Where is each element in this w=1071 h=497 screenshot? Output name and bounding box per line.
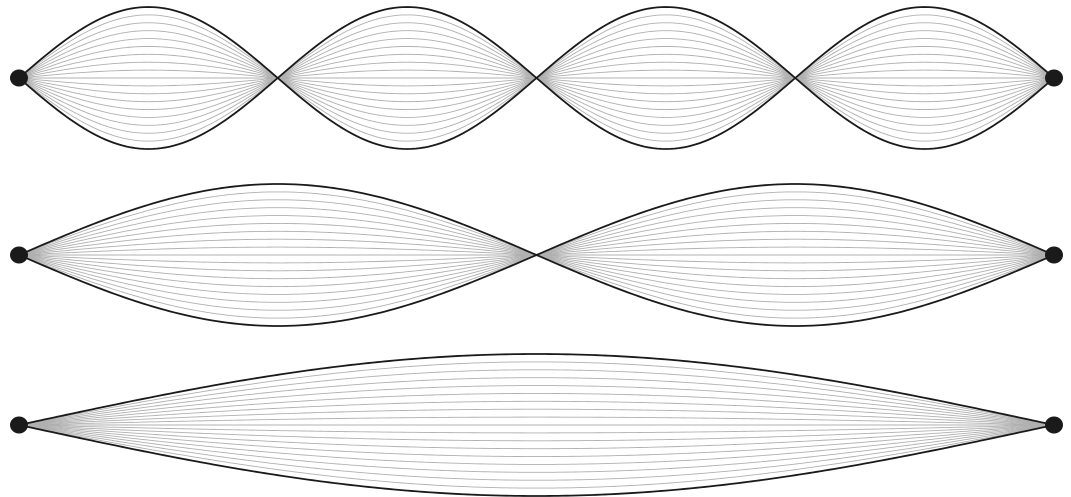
strings-layer [10, 7, 1063, 496]
left-fixed-end [10, 417, 28, 434]
right-fixed-end [1045, 417, 1063, 434]
inner-wave-line [19, 417, 1054, 425]
string-harmonic-4 [10, 7, 1063, 149]
string-harmonic-2 [10, 184, 1063, 326]
inner-wave-line [19, 425, 1054, 464]
string-harmonic-1 [10, 354, 1063, 496]
right-fixed-end [1045, 247, 1063, 264]
left-fixed-end [10, 70, 28, 87]
inner-wave-line [19, 386, 1054, 425]
inner-wave-line [19, 425, 1054, 433]
left-fixed-end [10, 247, 28, 264]
right-fixed-end [1045, 70, 1063, 87]
